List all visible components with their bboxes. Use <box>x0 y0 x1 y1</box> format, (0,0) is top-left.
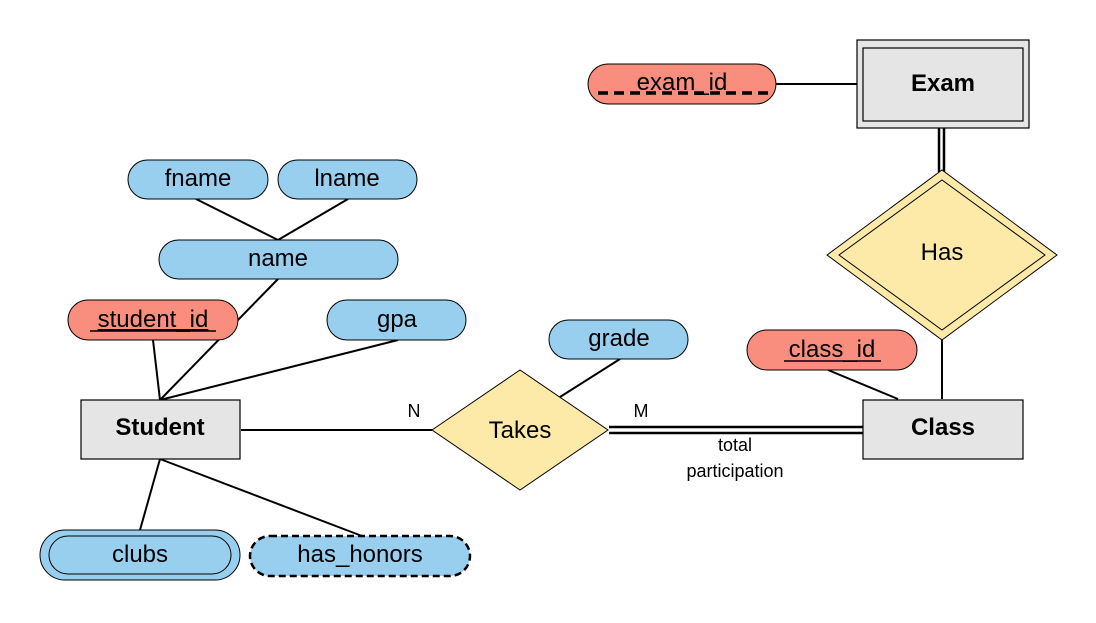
relationship-has[interactable]: Has <box>826 169 1058 341</box>
entity-student-label: Student <box>115 414 204 441</box>
line-fname-name <box>195 198 279 241</box>
attribute-lname[interactable]: lname <box>277 159 418 200</box>
relationship-has-label: Has <box>921 239 964 266</box>
attribute-has-honors-derived[interactable]: has_honors <box>248 534 472 578</box>
attribute-student-id-label: student_id <box>98 306 209 333</box>
line-student-clubs <box>139 458 161 531</box>
attribute-has-honors-label: has_honors <box>297 541 422 568</box>
attribute-grade-label: grade <box>588 325 649 352</box>
annotation-total: total <box>718 435 752 455</box>
entity-exam[interactable]: Exam <box>856 39 1030 129</box>
line-student-hashonors <box>159 458 363 537</box>
attribute-fname-label: fname <box>165 165 232 192</box>
entity-class-label: Class <box>911 414 975 441</box>
entity-exam-label: Exam <box>911 70 975 97</box>
attribute-class-id-label: class_id <box>789 336 876 363</box>
relationship-takes-label: Takes <box>489 417 552 444</box>
cardinality-m: M <box>634 401 649 421</box>
annotation-participation: participation <box>686 461 783 481</box>
attribute-clubs-multivalued[interactable]: clubs <box>39 529 241 581</box>
attribute-clubs-label: clubs <box>112 541 168 568</box>
cardinality-n: N <box>408 401 421 421</box>
attribute-exam-id[interactable]: exam_id <box>587 63 777 105</box>
attribute-gpa-label: gpa <box>377 306 418 333</box>
attribute-name-label: name <box>248 245 308 272</box>
attribute-fname[interactable]: fname <box>127 159 269 200</box>
relationship-takes[interactable]: Takes <box>431 369 609 491</box>
attribute-lname-label: lname <box>314 165 379 192</box>
attribute-gpa[interactable]: gpa <box>326 299 467 341</box>
entity-class[interactable]: Class <box>862 399 1024 460</box>
attribute-grade[interactable]: grade <box>548 319 689 360</box>
line-gpa-student <box>159 339 399 401</box>
connectors <box>139 83 943 537</box>
line-studentid-student <box>152 339 161 401</box>
attribute-name[interactable]: name <box>158 239 399 280</box>
line-takes-grade <box>559 358 621 398</box>
total-participation-lines <box>609 128 946 435</box>
entity-student[interactable]: Student <box>80 399 241 460</box>
attribute-student-id[interactable]: student_id <box>67 299 239 341</box>
attribute-class-id[interactable]: class_id <box>746 329 918 371</box>
line-lname-name <box>277 198 349 241</box>
line-classid-class <box>827 369 899 400</box>
